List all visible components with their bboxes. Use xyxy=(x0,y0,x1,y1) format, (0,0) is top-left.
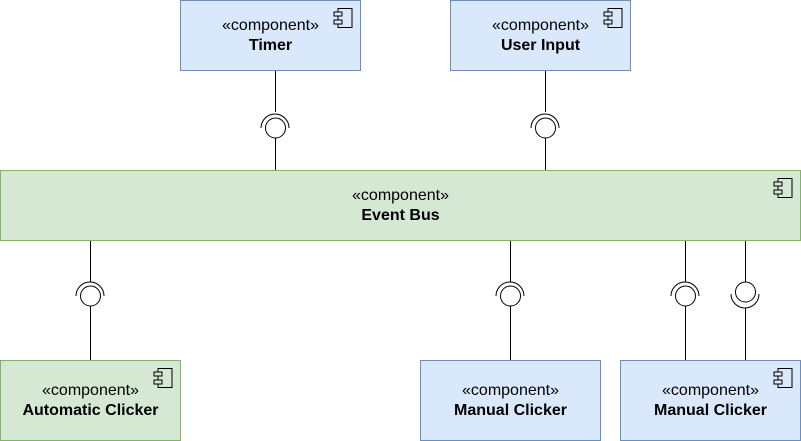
component-name: Automatic Clicker xyxy=(22,402,159,419)
interface-ball-icon xyxy=(535,117,556,139)
interface-socket-icon xyxy=(260,113,290,129)
interface-socket-icon xyxy=(530,113,560,129)
component-stereotype: «component» xyxy=(462,382,559,399)
interface-socket-icon xyxy=(495,281,525,297)
component-event-bus[interactable]: «component» Event Bus xyxy=(0,170,801,241)
connector-event-bus-manual-clicker-1 xyxy=(495,241,525,360)
component-name: Timer xyxy=(248,37,293,54)
interface-ball-icon xyxy=(500,285,521,307)
interface-socket-icon xyxy=(670,281,700,297)
component-timer[interactable]: «component» Timer xyxy=(180,0,361,71)
component-name: Manual Clicker xyxy=(654,402,767,419)
component-manual-clicker-1[interactable]: «component» Manual Clicker xyxy=(420,360,601,441)
component-stereotype: «component» xyxy=(222,17,319,34)
connector-event-bus-manual-clicker-2b xyxy=(730,241,760,360)
component-manual-clicker-2[interactable]: «component» Manual Clicker xyxy=(620,360,801,441)
interface-ball-icon xyxy=(80,285,101,307)
component-icon xyxy=(153,368,173,388)
interface-socket-icon xyxy=(730,293,760,309)
component-automatic-clicker[interactable]: «component» Automatic Clicker xyxy=(0,360,181,441)
component-icon xyxy=(773,178,793,198)
component-stereotype: «component» xyxy=(662,382,759,399)
component-stereotype: «component» xyxy=(42,382,139,399)
connector-user-input-event-bus xyxy=(530,71,560,170)
component-stereotype: «component» xyxy=(352,187,449,204)
connector-event-bus-manual-clicker-2a xyxy=(670,241,700,360)
interface-ball-icon xyxy=(735,281,756,303)
component-name: Event Bus xyxy=(361,207,440,224)
component-name: User Input xyxy=(500,37,581,54)
component-icon xyxy=(603,8,623,28)
component-stereotype: «component» xyxy=(492,17,589,34)
interface-socket-icon xyxy=(75,281,105,297)
connector-timer-event-bus xyxy=(260,71,290,170)
component-icon xyxy=(333,8,353,28)
interface-ball-icon xyxy=(675,285,696,307)
component-user-input[interactable]: «component» User Input xyxy=(450,0,631,71)
component-name: Manual Clicker xyxy=(454,402,567,419)
component-icon xyxy=(773,368,793,388)
interface-ball-icon xyxy=(265,117,286,139)
connector-event-bus-automatic-clicker xyxy=(75,241,105,360)
